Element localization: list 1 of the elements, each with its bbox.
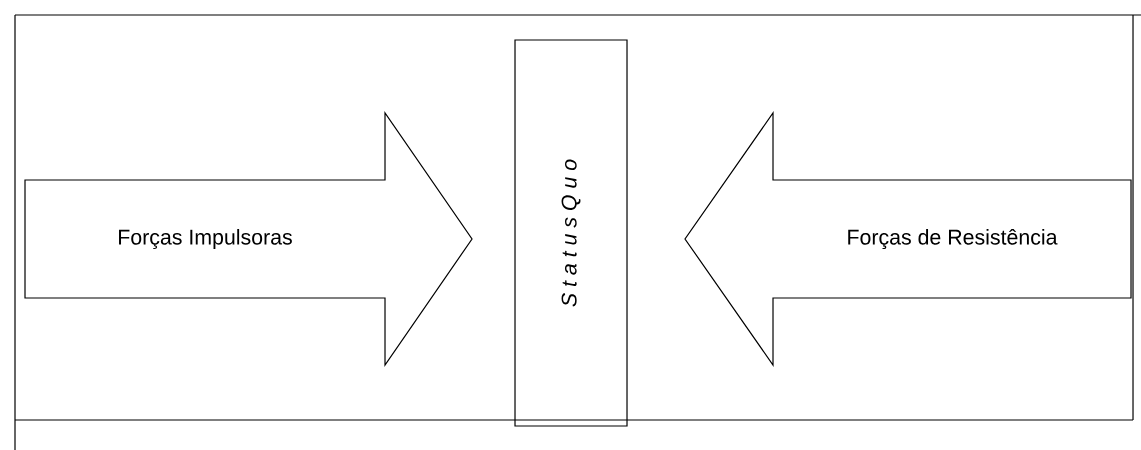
text-box: S t a t u s Q u o [514,39,628,427]
